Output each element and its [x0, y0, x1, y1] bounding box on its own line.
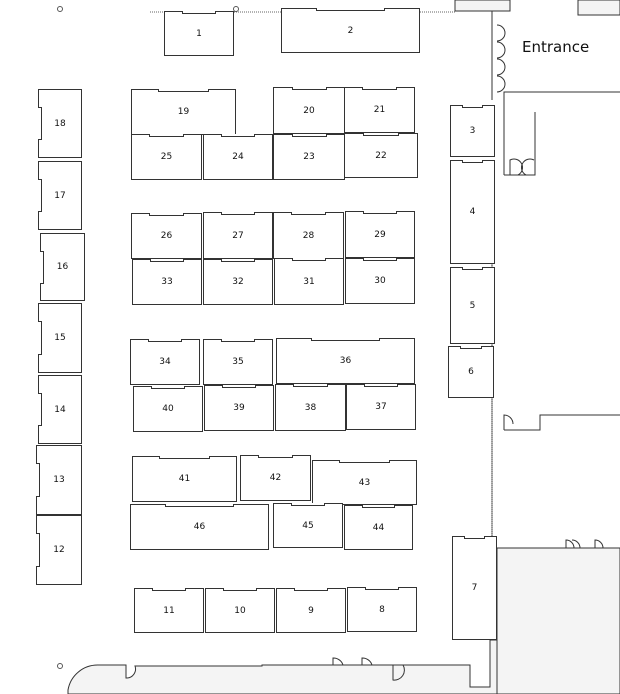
- booth-39[interactable]: 39: [204, 384, 274, 431]
- booth-37[interactable]: 37: [346, 383, 416, 430]
- booth-13[interactable]: 13: [35, 445, 82, 515]
- booth-22[interactable]: 22: [344, 132, 418, 178]
- booth-41[interactable]: 41: [132, 455, 237, 502]
- booth-43[interactable]: 43: [312, 459, 417, 505]
- booth-45[interactable]: 45: [273, 502, 343, 548]
- booth-28[interactable]: 28: [273, 211, 344, 259]
- booth-2[interactable]: 2: [281, 7, 420, 53]
- booth-17[interactable]: 17: [37, 161, 82, 230]
- booth-6[interactable]: 6: [448, 345, 494, 398]
- booth-44[interactable]: 44: [344, 504, 413, 550]
- booth-1[interactable]: 1: [164, 10, 234, 56]
- booth-38[interactable]: 38: [275, 383, 346, 431]
- booth-21[interactable]: 21: [344, 86, 415, 133]
- booth-3[interactable]: 3: [450, 104, 495, 157]
- booth-19[interactable]: 19: [131, 88, 236, 135]
- booth-23[interactable]: 23: [273, 133, 345, 180]
- entrance-label: Entrance: [522, 38, 590, 56]
- booth-46[interactable]: 46: [130, 503, 269, 550]
- booth-26[interactable]: 26: [131, 212, 202, 259]
- booth-5[interactable]: 5: [450, 266, 495, 344]
- booth-30[interactable]: 30: [345, 257, 415, 304]
- booth-25[interactable]: 25: [131, 133, 202, 180]
- booth-15[interactable]: 15: [37, 303, 82, 373]
- booth-4[interactable]: 4: [450, 159, 495, 264]
- booth-14[interactable]: 14: [37, 375, 82, 444]
- booth-32[interactable]: 32: [203, 258, 273, 305]
- booth-18[interactable]: 18: [37, 89, 82, 158]
- booth-34[interactable]: 34: [130, 338, 200, 385]
- booth-20[interactable]: 20: [273, 86, 345, 134]
- booth-16[interactable]: 16: [39, 233, 85, 301]
- booth-31[interactable]: 31: [274, 257, 344, 305]
- booth-9[interactable]: 9: [276, 587, 346, 633]
- booth-12[interactable]: 12: [35, 515, 82, 585]
- booth-33[interactable]: 33: [132, 258, 202, 305]
- booth-8[interactable]: 8: [347, 586, 417, 632]
- booth-42[interactable]: 42: [240, 454, 311, 501]
- booth-36[interactable]: 36: [276, 337, 415, 384]
- booth-10[interactable]: 10: [205, 587, 275, 633]
- booth-7[interactable]: 7: [452, 535, 497, 640]
- booth-40[interactable]: 40: [133, 385, 203, 432]
- booth-35[interactable]: 35: [203, 338, 273, 385]
- booth-27[interactable]: 27: [203, 211, 273, 259]
- booth-11[interactable]: 11: [134, 587, 204, 633]
- booth-29[interactable]: 29: [345, 210, 415, 258]
- booth-24[interactable]: 24: [203, 133, 273, 180]
